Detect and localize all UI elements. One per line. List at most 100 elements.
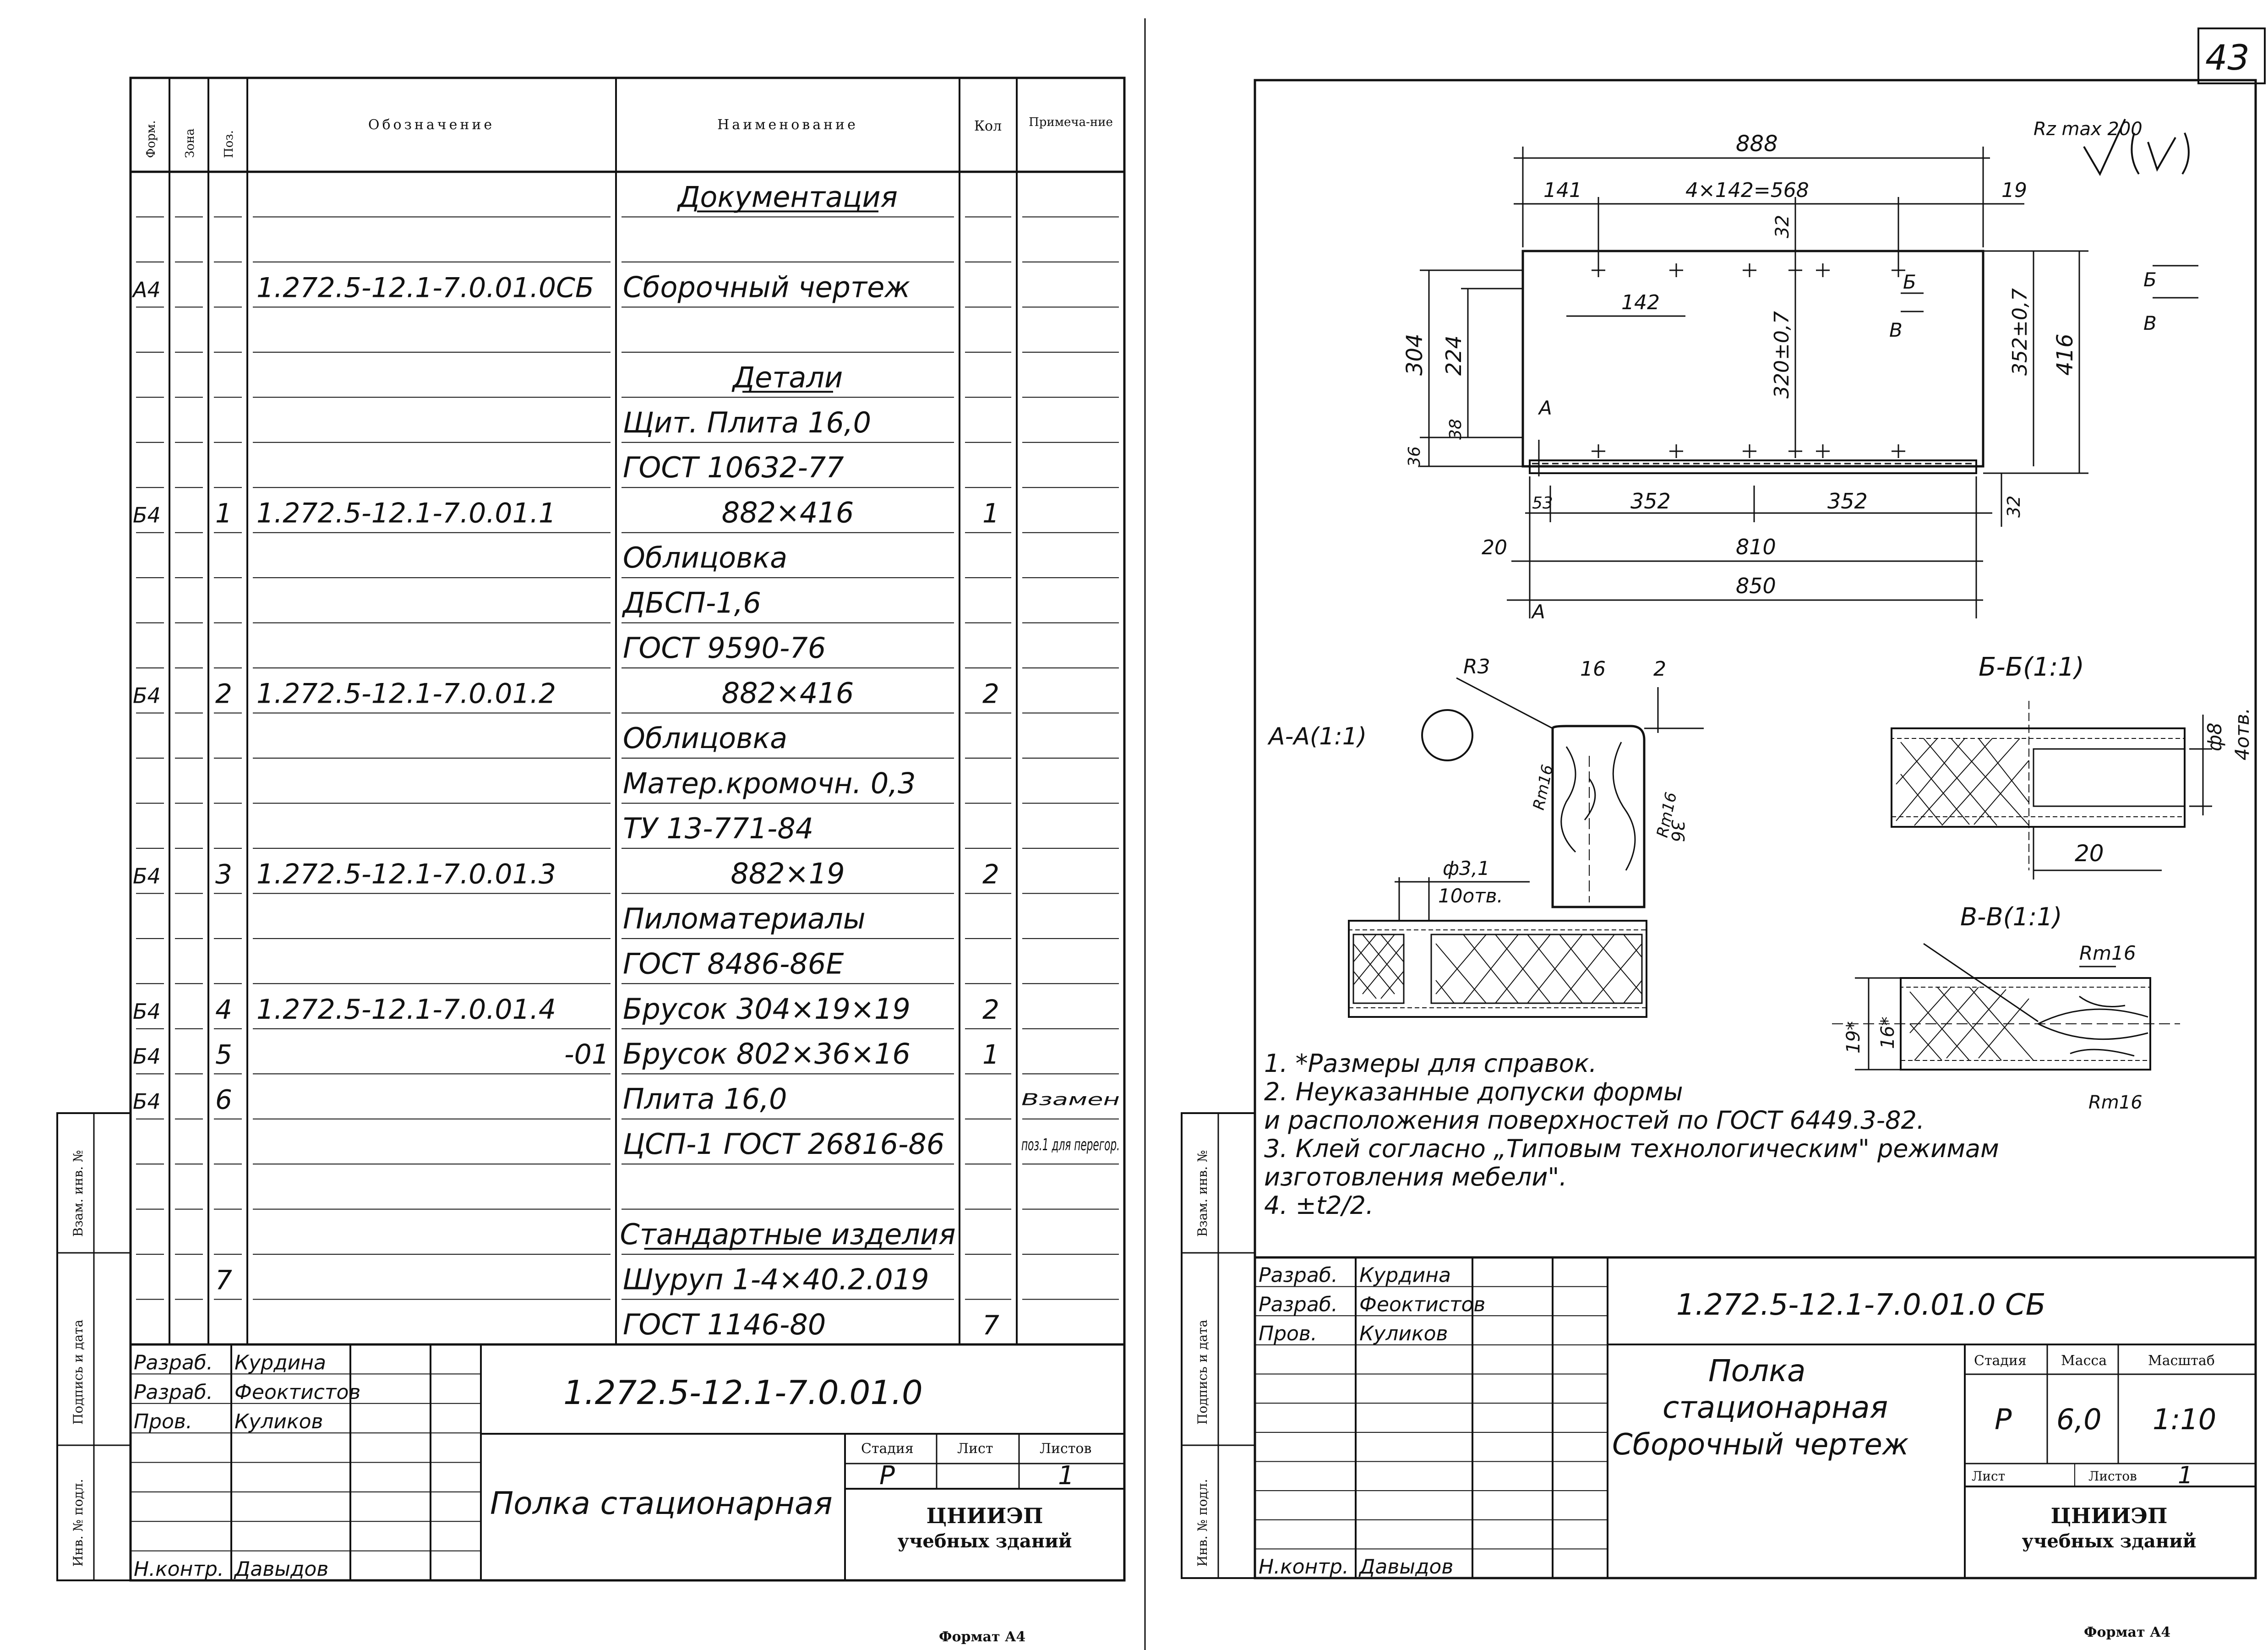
title-right-name: Курдина [1359, 1264, 1451, 1287]
section-aa-title: А-А(1:1) [1267, 723, 1367, 750]
spec-cell-name: Пиломатериалы [623, 902, 866, 935]
title-left-name: Курдина [234, 1351, 326, 1374]
title-right-designation: 1.272.5-12.1-7.0.01.0 СБ [1676, 1288, 2046, 1322]
spec-cell-name: ГОСТ 10632-77 [623, 451, 844, 484]
spec-cell-name: Матер.кромочн. 0,3 [623, 766, 916, 800]
side-label-inv: Инв. № подл. [71, 1479, 86, 1567]
spec-cell-name: 882×416 [722, 677, 854, 710]
spec-cell-format: Б4 [133, 1089, 161, 1114]
spec-cell-format: Б4 [133, 1044, 161, 1069]
spec-cell-name: Облицовка [623, 721, 787, 755]
spec-cell-format: Б4 [133, 999, 161, 1024]
spec-cell-pos: 4 [215, 994, 232, 1025]
spec-header-zone: Зона [183, 128, 197, 158]
title-right-name: Давыдов [1358, 1555, 1453, 1579]
dim-32-top: 32 [1772, 215, 1793, 238]
spec-cell-name: Облицовка [623, 541, 787, 574]
section-aa-hole: ф3,1 [1443, 857, 1490, 880]
section-bb-d8: ф8 [2203, 722, 2226, 751]
spec-cell-format: Б4 [133, 683, 161, 708]
spec-header-designation: Обозначение [368, 117, 495, 133]
spec-cell-designation: 1.272.5-12.1-7.0.01.2 [256, 678, 556, 710]
section-aa-36: 36 [1668, 820, 1688, 842]
section-a-a: А-А(1:1) R3 16 2 Rm16 Rm16 36 [1267, 655, 1704, 1018]
title-left-role: Разраб. [134, 1381, 213, 1404]
section-vv-19: 19* [1843, 1021, 1864, 1054]
dim-352: 352±0,7 [2008, 288, 2032, 376]
title-right-role: Разраб. [1259, 1264, 1338, 1287]
spec-cell-name: ДБСП-1,6 [622, 586, 761, 620]
spec-cell-name: ГОСТ 9590-76 [623, 631, 826, 665]
title-right-sheets-header: Листов [2088, 1469, 2137, 1484]
section-vv-16: 16* [1877, 1016, 1898, 1049]
title-right-stage-header: Стадия [1974, 1353, 2027, 1369]
spec-row: Облицовка [623, 721, 787, 755]
dim-36: 36 [1405, 446, 1424, 467]
section-vv-rm16a: Rm16 [2079, 942, 2136, 964]
spec-cell-format: Б4 [133, 863, 161, 888]
section-mark-v2: В [2143, 312, 2157, 334]
section-aa-16: 16 [1580, 657, 1606, 681]
note-line: изготовления мебели". [1264, 1163, 1567, 1191]
spec-cell-note: Взамен [1021, 1091, 1120, 1109]
spec-row: Стандартные изделия [620, 1218, 955, 1251]
title-left-name: Полка стационарная [490, 1486, 833, 1522]
spec-cell-designation: -01 [564, 1038, 609, 1071]
dim-850: 850 [1736, 574, 1776, 598]
spec-cell-format: А4 [131, 277, 161, 302]
spec-cell-qty: 1 [982, 1039, 999, 1070]
title-right-role: Н.контр. [1259, 1555, 1349, 1579]
dim-352-b: 352 [1827, 489, 1868, 514]
spec-row: Детали [731, 361, 843, 394]
dim-20: 20 [1482, 536, 1507, 559]
section-mark-a: А [1537, 397, 1552, 419]
title-left-role: Пров. [134, 1410, 192, 1433]
spec-row: Матер.кромочн. 0,3 [623, 766, 916, 800]
title-right-org2: учебных зданий [2022, 1530, 2197, 1552]
side-label-podp-right: Подпись и дата [1195, 1320, 1210, 1425]
spec-row: ГОСТ 9590-76 [623, 631, 826, 665]
spec-row: ГОСТ 10632-77 [623, 451, 844, 484]
spec-header-qty: Кол [974, 118, 1002, 134]
format-label-left: Формат А4 [939, 1629, 1025, 1645]
title-left-role: Разраб. [134, 1351, 213, 1374]
title-right-mass: 6,0 [2056, 1403, 2102, 1436]
title-right-mass-header: Масса [2061, 1353, 2107, 1369]
section-mark-b2: Б [2143, 268, 2157, 291]
plan-view: Rz max 200 [1402, 119, 2198, 623]
spec-cell-format: Б4 [133, 503, 161, 528]
section-mark-v: В [1889, 319, 1903, 341]
section-b-b: Б-Б(1:1) ф8 4отв. 20 [1891, 652, 2253, 880]
spec-cell-name: ГОСТ 1146-80 [623, 1308, 826, 1341]
spec-cell-pos: 6 [215, 1084, 232, 1115]
title-left-name: Феоктистов [234, 1381, 360, 1404]
spec-cell-name: Документация [676, 180, 898, 213]
spec-row: Б4 6 Плита 16,0 Взамен [133, 1082, 1120, 1116]
spec-cell-name: ТУ 13-771-84 [623, 812, 813, 845]
spec-cell-name: Плита 16,0 [623, 1082, 787, 1116]
spec-cell-qty: 2 [982, 994, 999, 1025]
spec-cell-name: 882×19 [731, 857, 845, 890]
spec-cell-pos: 3 [215, 858, 232, 890]
spec-cell-name: Стандартные изделия [620, 1218, 955, 1251]
title-left-stage: Р [879, 1461, 895, 1491]
title-left-sheets-header: Листов [1040, 1441, 1091, 1457]
spec-cell-pos: 1 [215, 498, 232, 529]
technical-notes: 1. *Размеры для справок.2. Неуказанные д… [1264, 1049, 1999, 1220]
spec-cell-name: Шуруп 1-4×40.2.019 [623, 1263, 929, 1296]
spec-cell-qty: 2 [982, 678, 999, 710]
spec-cell-name: Щит. Плита 16,0 [623, 406, 871, 439]
section-vv-title: В-В(1:1) [1960, 902, 2062, 931]
left-side-strip: Взам. инв. № Подпись и дата Инв. № подл. [56, 1112, 131, 1581]
spec-cell-name: ГОСТ 8486-86Е [623, 947, 844, 980]
title-right-stage: Р [1995, 1403, 2012, 1436]
title-left-stage-header: Стадия [861, 1441, 914, 1457]
spec-header-name: Наименование [717, 117, 858, 133]
spec-row: ГОСТ 8486-86Е [623, 947, 844, 980]
title-block-left: Разраб.КурдинаРазраб.ФеоктистовПров.Кули… [131, 1343, 1124, 1581]
